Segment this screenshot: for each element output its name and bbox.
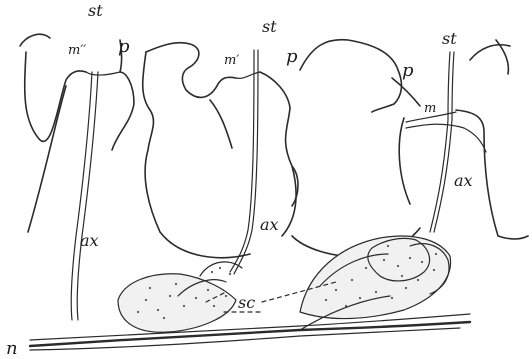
label-st-right: st: [442, 29, 457, 48]
label-sc: sc: [238, 293, 255, 312]
label-ax-left: ax: [80, 231, 99, 250]
label-p-right: p: [402, 60, 414, 81]
label-m-left: m′′: [68, 43, 86, 58]
label-n: n: [6, 338, 18, 359]
label-p-middle: p: [286, 46, 298, 67]
label-p-left: p: [118, 36, 130, 57]
label-m-middle: m′: [224, 53, 239, 68]
cell-cluster-right: [300, 236, 451, 319]
label-ax-right: ax: [454, 171, 473, 190]
label-st-left: st: [88, 1, 103, 20]
cell-left: [20, 34, 134, 232]
label-m-right: m: [424, 101, 436, 116]
label-st-middle: st: [262, 17, 277, 36]
label-ax-middle: ax: [260, 215, 279, 234]
cell-cluster-left: [118, 262, 242, 332]
